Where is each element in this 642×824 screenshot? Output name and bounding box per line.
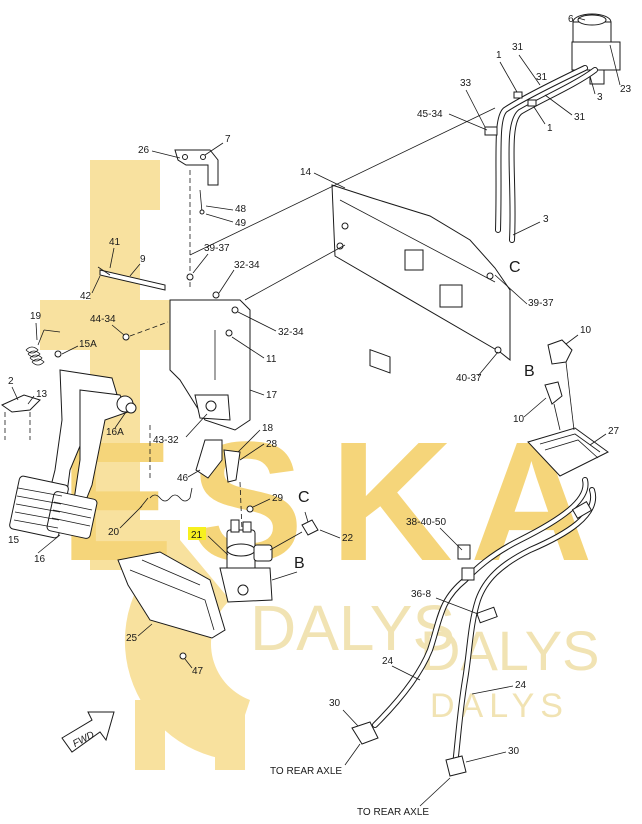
label-22: 22: [342, 533, 354, 544]
label-47: 47: [192, 666, 204, 677]
pedal-assembly: [9, 369, 137, 539]
label-2: 2: [8, 376, 14, 387]
right-valve-assembly: [527, 339, 609, 477]
upper-hoses: [484, 65, 598, 243]
label-31-top: 31: [512, 42, 524, 53]
label-40-37: 40-37: [456, 373, 482, 384]
watermark-dalys-large-2: DALYS: [420, 619, 599, 682]
label-10-top: 10: [580, 325, 592, 336]
label-to-rear-axle-1: TO REAR AXLE: [270, 766, 342, 777]
label-19: 19: [30, 311, 42, 322]
label-b-right: B: [524, 363, 535, 380]
label-c-mid: C: [298, 489, 310, 506]
label-43-32: 43-32: [153, 435, 179, 446]
highlight-21: [188, 527, 206, 540]
spring-19: [25, 329, 62, 366]
label-39-37-right: 39-37: [528, 298, 554, 309]
label-21: 21: [191, 530, 203, 541]
label-23: 23: [620, 84, 632, 95]
label-9: 9: [140, 254, 146, 265]
label-42: 42: [80, 291, 92, 302]
watermark: E S K A DALYS DALYS DALYS: [40, 160, 599, 770]
label-c-top: C: [509, 259, 521, 276]
label-13: 13: [36, 389, 48, 400]
label-3-lower: 3: [543, 214, 549, 225]
label-16: 16: [34, 554, 46, 565]
label-45-34: 45-34: [417, 109, 443, 120]
label-16a: 16A: [106, 427, 124, 438]
upper-bracket: [174, 149, 219, 215]
label-b-mid: B: [294, 555, 305, 572]
label-31-mid: 31: [536, 72, 548, 83]
label-7: 7: [225, 134, 231, 145]
label-10-mid: 10: [513, 414, 525, 425]
label-28: 28: [266, 439, 278, 450]
reservoir: [571, 13, 621, 86]
label-1-top: 1: [496, 50, 502, 61]
linkage: [195, 439, 243, 531]
label-6: 6: [568, 14, 574, 25]
pedal-bracket: [97, 266, 251, 431]
label-11: 11: [266, 354, 277, 365]
label-26: 26: [138, 145, 150, 156]
watermark-letter-k: K: [330, 407, 453, 597]
watermark-dalys-small: DALYS: [430, 687, 569, 725]
label-49: 49: [235, 218, 247, 229]
label-24-left: 24: [382, 656, 394, 667]
label-17: 17: [266, 390, 278, 401]
label-to-rear-axle-2: TO REAR AXLE: [357, 807, 429, 818]
label-44-34: 44-34: [90, 314, 116, 325]
watermark-dalys-large-1: DALYS: [250, 592, 455, 664]
label-27: 27: [608, 426, 620, 437]
brake-valve-21: [219, 519, 273, 603]
label-32-34-top: 32-34: [234, 260, 260, 271]
label-36-8: 36-8: [411, 589, 431, 600]
label-48: 48: [235, 204, 247, 215]
label-18: 18: [262, 423, 274, 434]
label-30-right: 30: [508, 746, 520, 757]
mounting-plate: [331, 184, 511, 374]
label-14: 14: [300, 167, 312, 178]
label-25: 25: [126, 633, 138, 644]
label-41: 41: [109, 237, 121, 248]
label-15: 15: [8, 535, 20, 546]
label-38-40-50: 38-40-50: [406, 517, 446, 528]
label-39-37-left: 39-37: [204, 243, 230, 254]
label-3-top: 3: [597, 92, 603, 103]
guard-25: [117, 551, 226, 639]
label-46: 46: [177, 473, 189, 484]
lower-brake-lines: [351, 477, 597, 777]
label-31-right: 31: [574, 112, 586, 123]
fwd-arrow-icon: FWD: [61, 711, 115, 753]
label-24-right: 24: [515, 680, 527, 691]
label-32-34-right: 32-34: [278, 327, 304, 338]
label-33: 33: [460, 78, 472, 89]
label-1-right: 1: [547, 123, 553, 134]
label-29: 29: [272, 493, 284, 504]
label-15a: 15A: [79, 339, 97, 350]
label-30-left: 30: [329, 698, 341, 709]
label-20: 20: [108, 527, 120, 538]
